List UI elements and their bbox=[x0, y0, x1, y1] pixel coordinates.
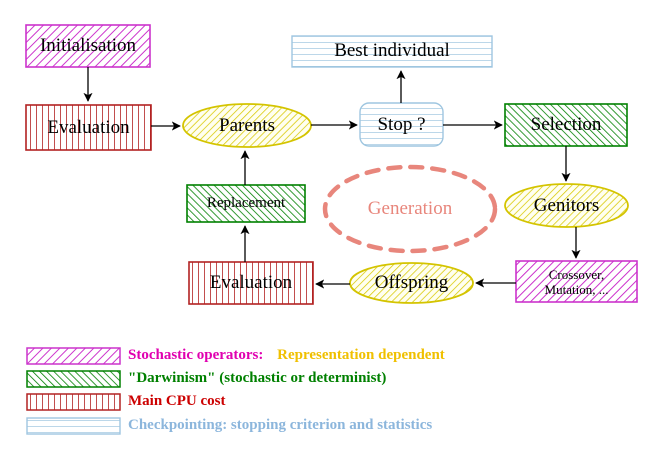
legend-swatch-red-vertical bbox=[26, 393, 121, 411]
node-best-individual[interactable] bbox=[291, 35, 493, 68]
legend-row-0-text2: Representation dependent bbox=[277, 347, 445, 363]
legend-label-darwinism: "Darwinism" (stochastic or determinist) bbox=[128, 370, 387, 386]
node-offspring[interactable] bbox=[349, 262, 474, 304]
legend-swatch-blue-horizontal bbox=[26, 417, 121, 435]
legend-label-stochastic-operators: Stochastic operators: Representation dep… bbox=[128, 347, 445, 364]
legend-swatch-green-diagonal bbox=[26, 370, 121, 388]
node-evaluation-top[interactable] bbox=[25, 104, 152, 151]
label-generation: Generation bbox=[367, 198, 453, 219]
node-crossover-mutation[interactable] bbox=[515, 260, 638, 303]
node-evaluation-bottom[interactable] bbox=[188, 261, 314, 305]
node-generation bbox=[322, 164, 498, 254]
node-initialisation[interactable] bbox=[25, 24, 151, 68]
legend-swatch-magenta-diagonal bbox=[26, 347, 121, 365]
node-replacement[interactable] bbox=[186, 184, 306, 223]
legend-label-checkpointing: Checkpointing: stopping criterion and st… bbox=[128, 417, 433, 433]
node-genitors[interactable] bbox=[504, 183, 629, 228]
legend-label-main-cpu-cost: Main CPU cost bbox=[128, 393, 226, 409]
legend-row-0-text1: Stochastic operators: bbox=[128, 347, 264, 363]
